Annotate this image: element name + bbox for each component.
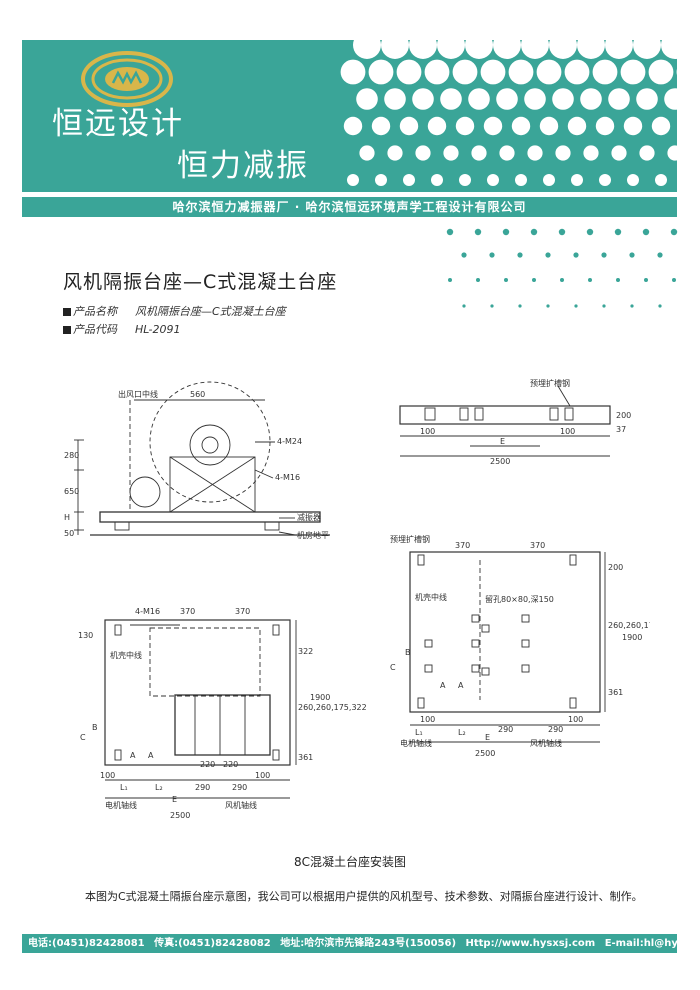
dim-370-right-a: 370 bbox=[455, 541, 470, 550]
dim-1900-left: 1900 bbox=[310, 693, 330, 702]
dim-C-left: C bbox=[80, 733, 86, 742]
label-machine-center-left: 机壳中线 bbox=[110, 650, 142, 660]
installation-drawing: 出风口中线 560 4-M24 4-M16 减振器 机房地平 280 650 H… bbox=[64, 378, 650, 820]
dim-B-right: B bbox=[405, 648, 411, 657]
decorative-dots bbox=[446, 228, 678, 308]
product-code-row: 产品代码 HL-2091 bbox=[63, 321, 181, 337]
label-embedded-channel: 预埋扩槽钢 bbox=[390, 534, 430, 544]
bullet-square-icon bbox=[63, 326, 71, 334]
dim-L1-right: L₁ bbox=[415, 728, 423, 737]
product-code-value: HL-2091 bbox=[135, 323, 181, 336]
slogan-line-2: 恒力减振 bbox=[177, 148, 309, 184]
dim-A-left-a: A bbox=[130, 751, 136, 760]
label-hole-note: 留孔80×80,深150 bbox=[485, 594, 554, 604]
dim-370-left-b: 370 bbox=[235, 607, 250, 616]
dim-650: 650 bbox=[64, 487, 79, 496]
dot-pattern bbox=[340, 40, 677, 186]
label-motor-axis-left: 电机轴线 bbox=[105, 800, 137, 810]
base-section-view bbox=[399, 385, 611, 457]
dim-L2-right: L₂ bbox=[458, 728, 466, 737]
company-logo bbox=[81, 51, 173, 107]
dim-370-right-b: 370 bbox=[530, 541, 545, 550]
dim-E-left: E bbox=[172, 795, 177, 804]
footer-web-link[interactable]: Http://www.hysxsj.com bbox=[465, 938, 596, 949]
dim-100-left-b: 100 bbox=[255, 771, 270, 780]
drawing-caption: 8C混凝土台座安装图 bbox=[293, 855, 406, 869]
footer-email-link[interactable]: E-mail:hl@hysxsj.com bbox=[604, 938, 677, 949]
dim-290-right-a: 290 bbox=[498, 725, 513, 734]
dim-200-right: 200 bbox=[608, 563, 623, 572]
dim-220-a: 220 bbox=[200, 760, 215, 769]
base-plan-view bbox=[104, 619, 297, 799]
bullet-square-icon bbox=[63, 308, 71, 316]
dim-290-right-b: 290 bbox=[548, 725, 563, 734]
dim-L1-left: L₁ bbox=[120, 783, 128, 792]
label-fan-axis-left: 风机轴线 bbox=[225, 800, 257, 810]
dim-L2-left: L₂ bbox=[155, 783, 163, 792]
description-text: 本图为C式混凝土隔振台座示意图，我公司可以根据用户提供的风机型号、技术参数、对隔… bbox=[85, 890, 643, 903]
dim-560: 560 bbox=[190, 390, 205, 399]
dim-290-left-b: 290 bbox=[232, 783, 247, 792]
dim-280: 280 bbox=[64, 451, 79, 460]
dim-130: 130 bbox=[78, 631, 93, 640]
dim-B-left: B bbox=[92, 723, 98, 732]
dim-100-left-a: 100 bbox=[100, 771, 115, 780]
dim-100-right-b: 100 bbox=[568, 715, 583, 724]
label-motor-axis-right: 电机轴线 bbox=[400, 738, 432, 748]
dim-2500-left: 2500 bbox=[170, 811, 190, 820]
dim-E-top: E bbox=[500, 437, 505, 446]
label-machine-center-right: 机壳中线 bbox=[415, 592, 447, 602]
dim-37: 37 bbox=[616, 425, 626, 434]
side-elevation-view bbox=[74, 381, 330, 536]
label-m16-plan: 4-M16 bbox=[135, 607, 160, 616]
label-fan-axis-right: 风机轴线 bbox=[530, 738, 562, 748]
company-bar: 哈尔滨恒力减振器厂 · 哈尔滨恒远环境声学工程设计有限公司 bbox=[22, 197, 677, 217]
dim-2500-right: 2500 bbox=[475, 749, 495, 758]
dim-361-left: 361 bbox=[298, 753, 313, 762]
product-name-value: 风机隔振台座—C式混凝土台座 bbox=[135, 305, 286, 318]
dim-370-left-a: 370 bbox=[180, 607, 195, 616]
label-floor: 机房地平 bbox=[297, 530, 329, 540]
dim-220-b: 220 bbox=[223, 760, 238, 769]
product-code-label: 产品代码 bbox=[73, 323, 117, 336]
dim-H: H bbox=[64, 513, 70, 522]
header-banner: 恒远设计 恒力减振 bbox=[22, 40, 677, 192]
dim-stack-right: 260,260,175,322 bbox=[608, 621, 650, 630]
dim-100-top-left: 100 bbox=[420, 427, 435, 436]
dim-290-left-a: 290 bbox=[195, 783, 210, 792]
dim-A-right-a: A bbox=[440, 681, 446, 690]
dim-100-right-a: 100 bbox=[420, 715, 435, 724]
label-embedded-channel-top: 预埋扩槽钢 bbox=[530, 378, 570, 388]
label-m16-top: 4-M16 bbox=[275, 473, 300, 482]
footer-tel: 电话:(0451)82428081 bbox=[28, 938, 145, 949]
dim-322-left: 322 bbox=[298, 647, 313, 656]
dim-200-top: 200 bbox=[616, 411, 631, 420]
page-title: 风机隔振台座—C式混凝土台座 bbox=[63, 271, 338, 293]
dim-E-right: E bbox=[485, 733, 490, 742]
dim-50: 50 bbox=[64, 529, 74, 538]
dim-stack-left: 260,260,175,322 bbox=[298, 703, 367, 712]
dim-2500-top: 2500 bbox=[490, 457, 510, 466]
dim-1900-right: 1900 bbox=[622, 633, 642, 642]
dim-C-right: C bbox=[390, 663, 396, 672]
footer-address: 地址:哈尔滨市先锋路243号(150056) bbox=[280, 938, 457, 949]
dim-A-left-b: A bbox=[148, 751, 154, 760]
dim-100-top-right: 100 bbox=[560, 427, 575, 436]
dim-A-right-b: A bbox=[458, 681, 464, 690]
product-name-label: 产品名称 bbox=[73, 305, 117, 318]
embedded-plan-view bbox=[409, 551, 606, 743]
slogan-line-1: 恒远设计 bbox=[52, 106, 184, 142]
product-name-row: 产品名称 风机隔振台座—C式混凝土台座 bbox=[63, 303, 286, 319]
label-outlet-center: 出风口中线 bbox=[118, 389, 158, 399]
contact-footer: 电话:(0451)82428081 传真:(0451)82428082 地址:哈… bbox=[22, 934, 677, 953]
footer-fax: 传真:(0451)82428082 bbox=[154, 938, 271, 949]
label-m24: 4-M24 bbox=[277, 437, 302, 446]
dim-361-right: 361 bbox=[608, 688, 623, 697]
label-isolator: 减振器 bbox=[297, 512, 321, 522]
